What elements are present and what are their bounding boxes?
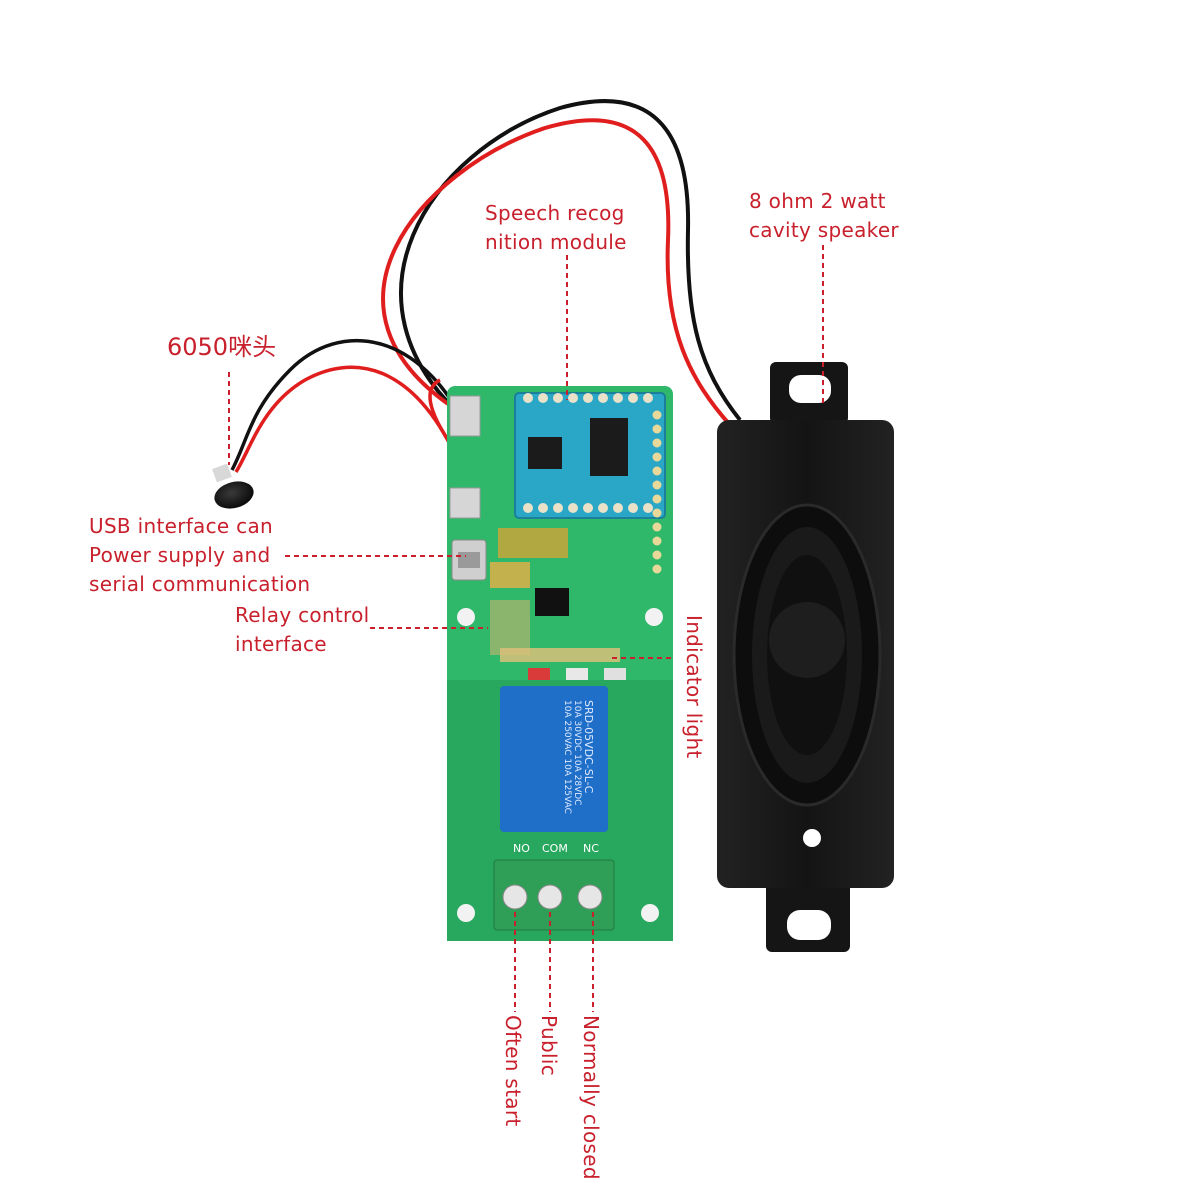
header-pin (652, 508, 662, 518)
module-pin (613, 393, 623, 403)
module-pin (568, 393, 578, 403)
module-pin (538, 393, 548, 403)
module-pin (613, 503, 623, 513)
chip (590, 418, 628, 476)
speaker-wire-black (399, 99, 742, 422)
label-line: serial communication (89, 572, 311, 596)
module-pin (553, 393, 563, 403)
indicator-led (604, 668, 626, 680)
label-normally-closed: Normally closed (579, 1015, 603, 1180)
relay (500, 686, 608, 832)
module-pin (628, 393, 638, 403)
indicator-led (566, 668, 588, 680)
module-pin (553, 503, 563, 513)
header-pin (652, 466, 662, 476)
header-pin (652, 564, 662, 574)
terminal-marking-no: NO (513, 842, 530, 855)
relay-board: SRD-05VDC-SL-C 10A 250VAC 10A 125VAC 10A… (447, 386, 673, 941)
header-pin (652, 452, 662, 462)
speaker-wire-red (381, 118, 732, 427)
label-speech-recognition-module: Speech recog nition module (485, 199, 627, 257)
label-line: USB interface can (89, 514, 273, 538)
mic-wire-black (230, 339, 470, 471)
module-pin (538, 503, 548, 513)
header-pin (652, 480, 662, 490)
microphone-capsule (212, 463, 254, 509)
relay-marking: 10A 30VDC 10A 28VDC (572, 700, 582, 805)
label-line: nition module (485, 230, 627, 254)
terminal-screw (502, 884, 528, 910)
label-line: interface (235, 632, 327, 656)
mic-wire-red (234, 365, 464, 473)
terminal-marking-nc: NC (583, 842, 599, 855)
module-pin (628, 503, 638, 513)
label-line: Power supply and (89, 543, 271, 567)
header-pin (652, 550, 662, 560)
module-pin (598, 503, 608, 513)
relay-marking: SRD-05VDC-SL-C (582, 700, 595, 794)
header-pin (652, 522, 662, 532)
cavity-speaker (717, 362, 894, 952)
label-often-start: Often start (501, 1015, 525, 1127)
chip (528, 437, 562, 469)
module-pin (583, 503, 593, 513)
label-public: Public (537, 1015, 561, 1076)
module-pin (583, 393, 593, 403)
indicator-led (528, 668, 550, 680)
label-relay-control-interface: Relay control interface (235, 601, 370, 659)
speaker-wires (381, 99, 742, 427)
label-microphone: 6050咪头 (167, 333, 277, 361)
module-pin (523, 393, 533, 403)
header-pin (652, 494, 662, 504)
mount-hole (457, 904, 475, 922)
header-pin (652, 536, 662, 546)
terminal-marking-com: COM (542, 842, 568, 855)
module-pin (598, 393, 608, 403)
module-pin (523, 503, 533, 513)
label-indicator-light: Indicator light (682, 615, 706, 759)
leader-lines (228, 245, 824, 1012)
header-pin (652, 438, 662, 448)
module-pin (568, 503, 578, 513)
jumper-header (535, 588, 569, 616)
terminal-screw (537, 884, 563, 910)
label-usb-interface: USB interface can Power supply and seria… (89, 512, 310, 599)
header-pin (652, 410, 662, 420)
mount-hole (457, 608, 475, 626)
terminal-screw (577, 884, 603, 910)
mount-hole (641, 904, 659, 922)
usb-connector (449, 395, 481, 437)
speaker-dust-cap (769, 602, 845, 678)
mount-hole (645, 608, 663, 626)
label-line: 8 ohm 2 watt (749, 189, 886, 213)
label-line: Speech recog (485, 201, 625, 225)
header-pin (652, 424, 662, 434)
label-cavity-speaker: 8 ohm 2 watt cavity speaker (749, 187, 899, 245)
usb-connector (449, 487, 481, 519)
module-pin (643, 503, 653, 513)
relay-marking: 10A 250VAC 10A 125VAC (562, 700, 572, 814)
label-line: Relay control (235, 603, 370, 627)
label-line: cavity speaker (749, 218, 899, 242)
module-pin (643, 393, 653, 403)
